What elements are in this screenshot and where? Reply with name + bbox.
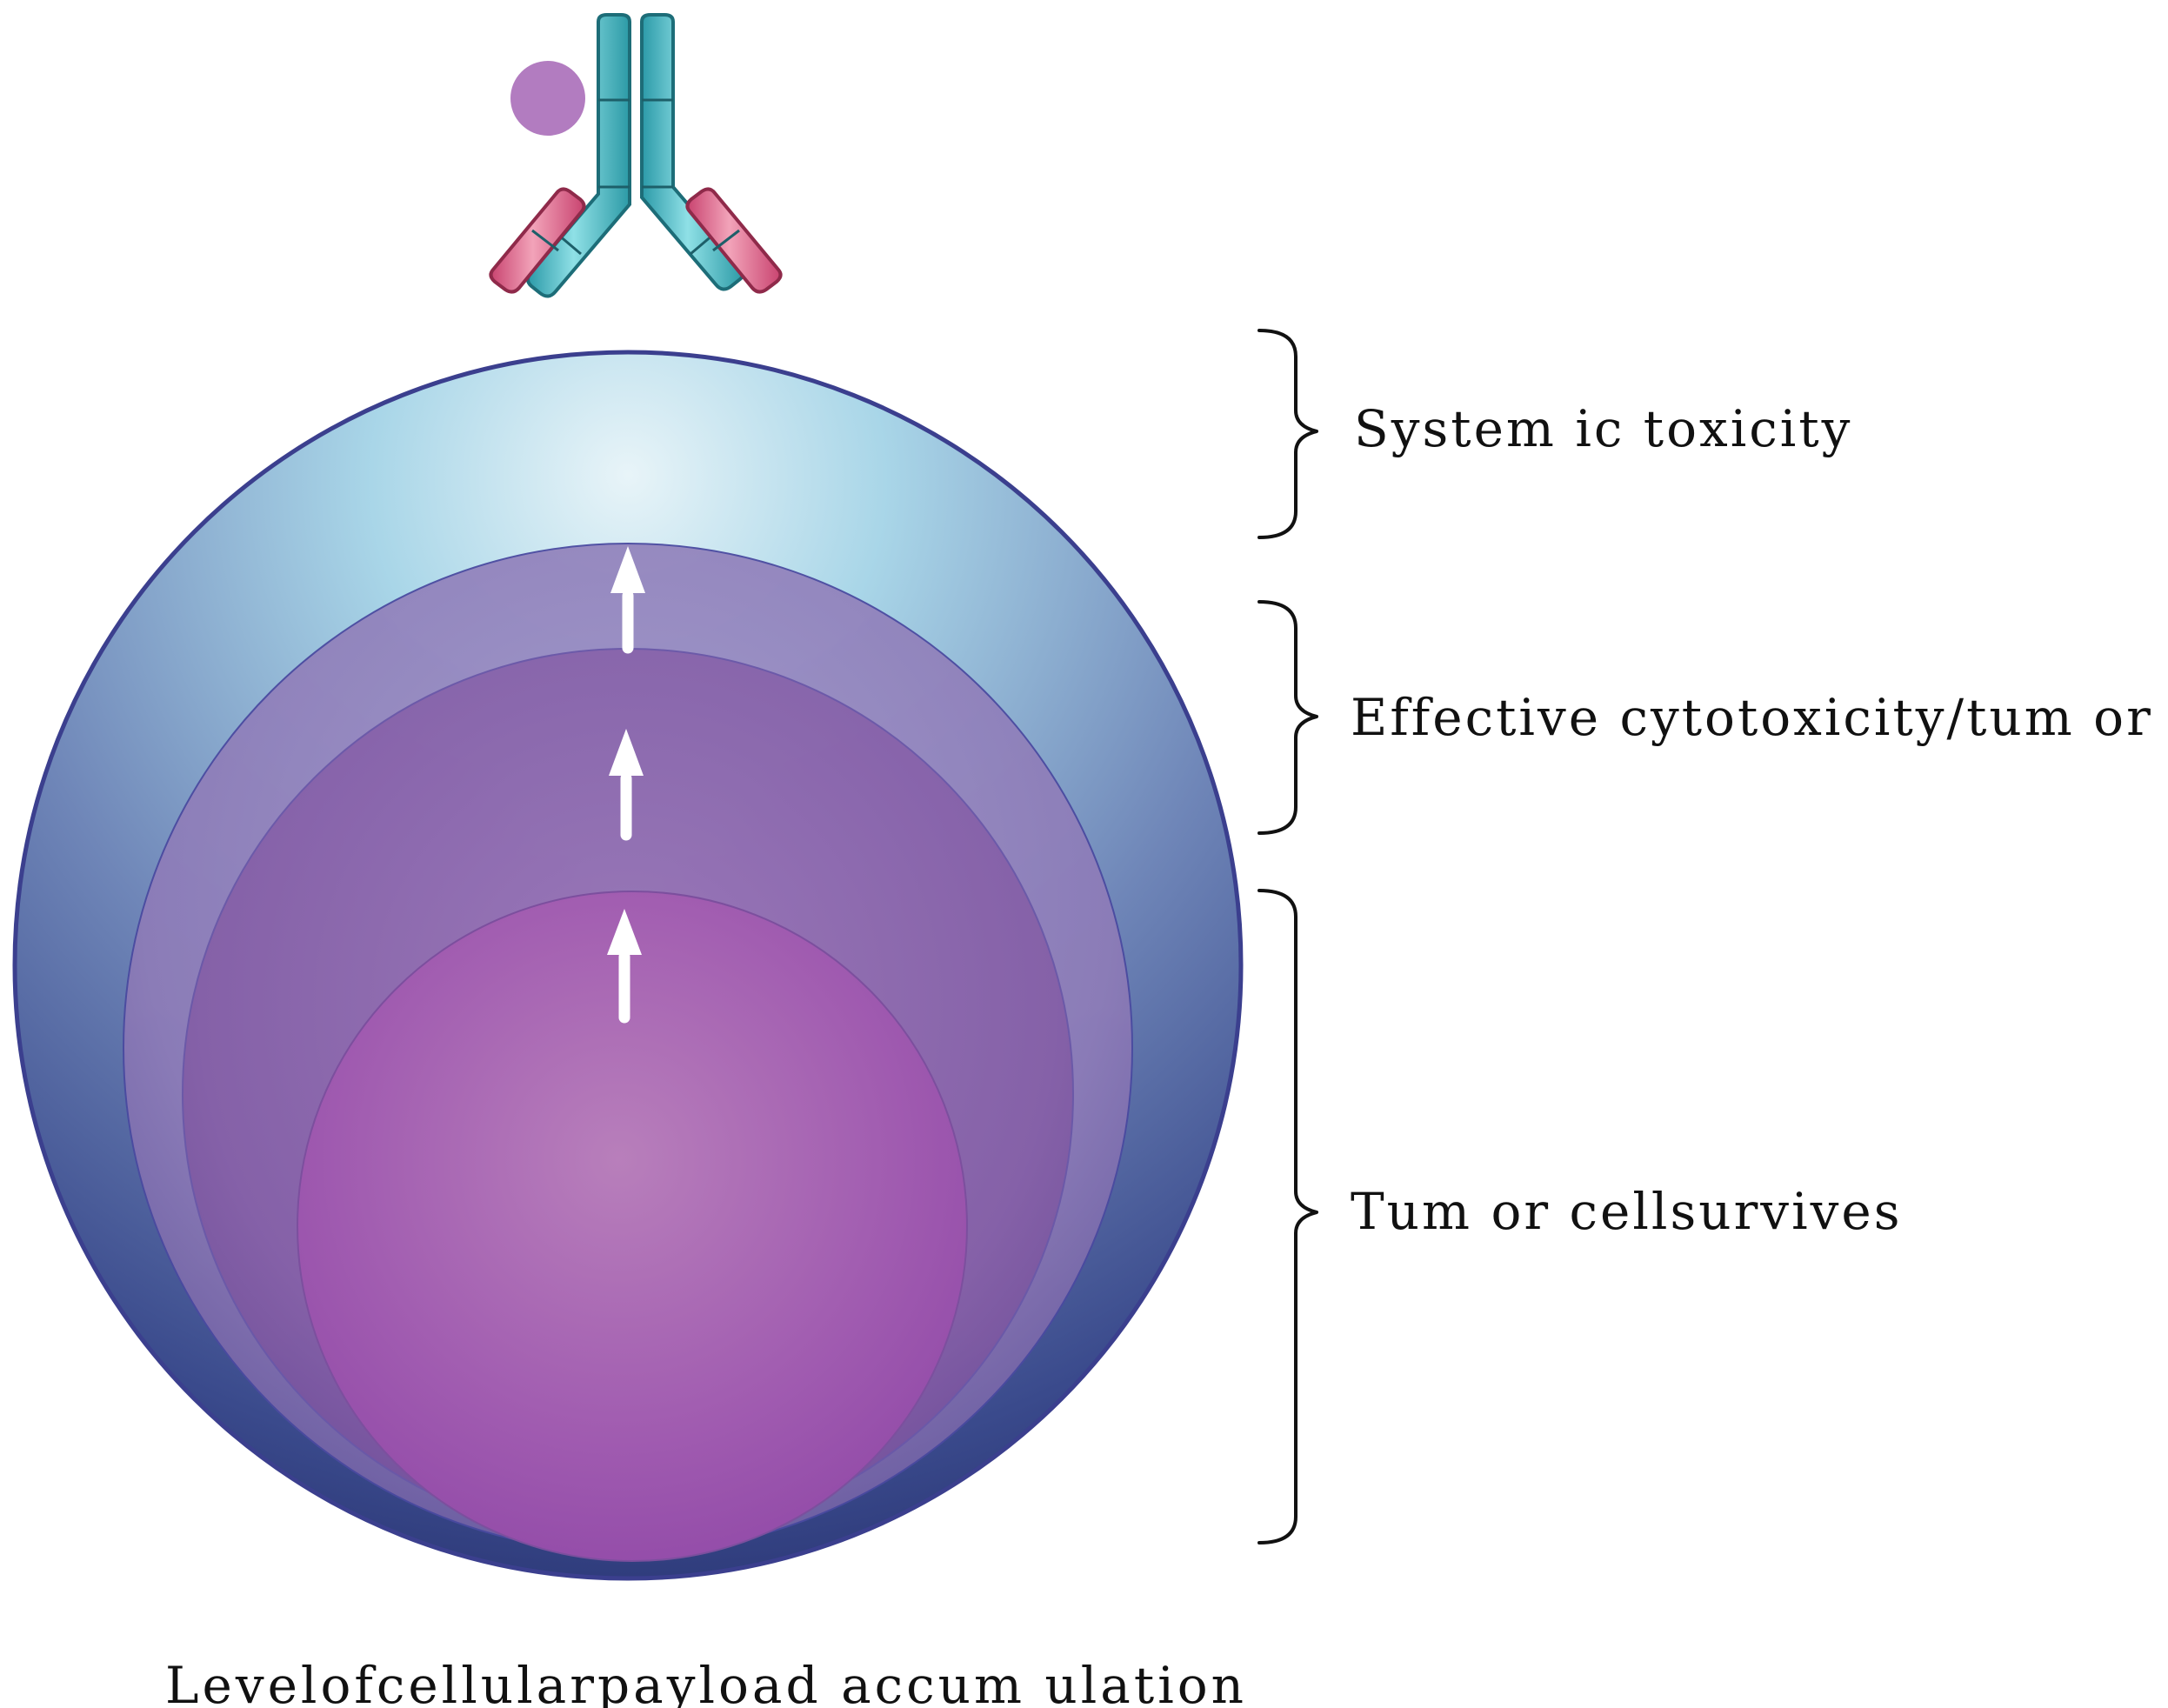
antibody-icon xyxy=(489,13,783,298)
payload-dot xyxy=(510,61,585,136)
up-arrow-icon xyxy=(610,546,645,654)
accumulation-arrows xyxy=(607,546,645,1024)
label-systemic-toxicity: System ic toxicity xyxy=(1354,399,1852,458)
bracket-effective-cytotoxicity xyxy=(1257,600,1318,835)
label-effective-cytotoxicity: Effective cytotoxicity/tum or killing xyxy=(1351,688,2168,747)
up-arrow-icon xyxy=(607,909,642,1024)
bracket-systemic-toxicity xyxy=(1257,329,1318,539)
up-arrow-icon xyxy=(609,729,644,841)
label-tumor-survives: Tum or cellsurvives xyxy=(1351,1182,1902,1241)
bracket-tumor-survives xyxy=(1257,889,1318,1545)
caption-payload-accumulation: Levelofcellularpayload accum ulation xyxy=(165,1656,1247,1708)
accumulation-spheres xyxy=(12,350,1244,1581)
core-sphere-tumor xyxy=(297,891,968,1562)
